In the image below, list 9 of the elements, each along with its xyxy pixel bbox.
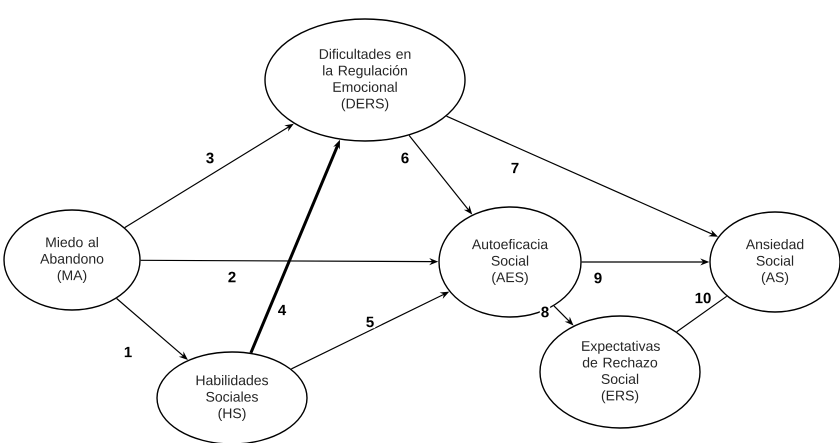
path-number: 2 [226,270,238,284]
path-number: 3 [204,152,216,164]
path-number: 5 [364,316,376,328]
path-number: 1 [122,346,134,358]
path-number: 9 [592,272,604,284]
path-number: 6 [400,152,410,164]
path-number: 8 [540,306,550,318]
path-number: 4 [276,304,288,316]
path-number: 7 [510,162,520,174]
